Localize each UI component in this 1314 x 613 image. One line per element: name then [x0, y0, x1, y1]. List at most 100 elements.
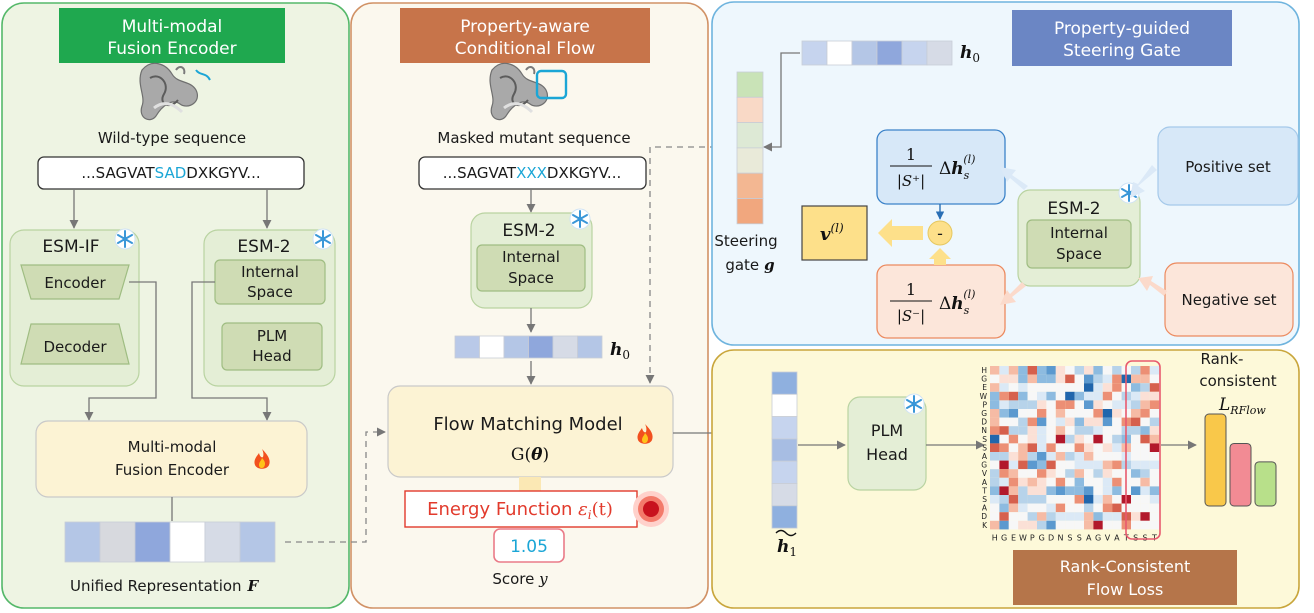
heatmap-cell — [1027, 374, 1037, 384]
heatmap-cell — [1074, 460, 1084, 470]
esm-to-positive-arrow — [1000, 167, 1028, 190]
heatmap-cell — [1037, 417, 1047, 427]
h1-vector-cell — [771, 483, 798, 507]
heatmap-cell — [1065, 512, 1075, 521]
heatmap-cell — [1037, 383, 1047, 392]
heatmap-cell — [1093, 400, 1103, 409]
heatmap-cell — [1055, 417, 1066, 427]
energy-guidance-arrow — [519, 477, 541, 491]
esm-to-negative-arrow — [1000, 282, 1026, 305]
heatmap-cell — [1055, 366, 1066, 375]
steering-gate-cell — [736, 71, 764, 98]
heatmap-cell — [1065, 417, 1075, 427]
heatmap-cell — [990, 417, 1000, 427]
unified-vector-cell — [204, 521, 241, 563]
heatmap-cell — [1037, 434, 1047, 444]
heatmap-cell — [1140, 383, 1150, 392]
heatmap-cell — [1065, 366, 1075, 375]
heatmap-cell — [990, 426, 1000, 435]
heatmap-cell — [1065, 460, 1075, 470]
fusion-encoder-line2: Fusion Encoder — [115, 461, 230, 479]
heatmap-cell — [1093, 469, 1103, 478]
heatmap-cell — [1046, 452, 1056, 461]
heatmap-cell — [1027, 366, 1037, 375]
heatmap-cell — [1074, 374, 1084, 384]
esm2-label: ESM-2 — [502, 221, 555, 241]
heatmap-cell — [990, 495, 1000, 504]
heatmap-cell — [990, 400, 1000, 409]
heatmap-cell — [1065, 495, 1075, 504]
heatmap-cell — [1084, 391, 1094, 401]
rank-bar — [1204, 413, 1227, 507]
heatmap-cell — [1102, 460, 1113, 470]
heatmap-cell — [1140, 417, 1150, 427]
heatmap-cell — [1027, 486, 1037, 495]
mutation-window-highlight — [1125, 360, 1161, 540]
heatmap-cell — [1084, 452, 1094, 461]
energy-function-box — [404, 490, 638, 528]
heatmap-cell — [1140, 495, 1150, 504]
heatmap-col-label: S — [1077, 533, 1082, 542]
heatmap-col-label: A — [1086, 533, 1092, 542]
heatmap-cell — [1055, 469, 1066, 478]
heatmap-cell — [1093, 477, 1103, 487]
heatmap-cell — [1046, 409, 1056, 418]
heatmap-cell — [1131, 366, 1141, 375]
heatmap-cell — [1037, 495, 1047, 504]
heatmap-cell — [1018, 477, 1028, 487]
panel2-title-box — [400, 8, 650, 63]
heatmap-cell — [1018, 503, 1028, 513]
h0-vector-cell — [454, 335, 480, 359]
heatmap-cell — [1055, 503, 1066, 513]
heatmap-cell — [1055, 374, 1066, 384]
wild-type-sequence: ...SAGVATSADDXKGYV... — [81, 164, 260, 182]
heatmap-row-label: K — [982, 521, 988, 530]
panel2-title-line2: Conditional Flow — [455, 39, 596, 59]
heatmap-cell — [1027, 409, 1037, 418]
heatmap-cell — [1084, 460, 1094, 470]
h0-vector-cell — [926, 40, 953, 66]
heatmap-cell — [1018, 426, 1028, 435]
heatmap-cell — [1065, 452, 1075, 461]
heatmap-cell — [1037, 460, 1047, 470]
heatmap-cell — [1149, 452, 1160, 461]
heatmap-cell — [1018, 383, 1028, 392]
heatmap-cell — [1112, 520, 1122, 530]
heatmap-cell — [1074, 366, 1084, 375]
negative-set-box — [1164, 262, 1294, 337]
heatmap-cell — [1074, 434, 1084, 444]
heatmap-cell — [1149, 477, 1160, 487]
heatmap-row-label: D — [981, 418, 987, 427]
heatmap-cell — [1055, 443, 1066, 452]
heatmap-cell — [1112, 391, 1122, 401]
heatmap-cell — [1037, 512, 1047, 521]
heatmap-cell — [1074, 452, 1084, 461]
heatmap-cell — [1093, 383, 1103, 392]
positive-set-arrow — [1130, 165, 1157, 198]
heatmap-cell — [1008, 520, 1019, 530]
heatmap-col-label: G — [1095, 533, 1101, 542]
heatmap-cell — [999, 409, 1009, 418]
heatmap-cell — [1131, 486, 1141, 495]
heatmap-cell — [1074, 486, 1084, 495]
heatmap-cell — [1102, 400, 1113, 409]
heatmap-cell — [1131, 434, 1141, 444]
heatmap-cell — [1149, 512, 1160, 521]
heatmap-cell — [1046, 443, 1056, 452]
heatmap-cell — [1027, 434, 1037, 444]
heatmap-cell — [999, 417, 1009, 427]
h0-vector-cell — [801, 40, 828, 66]
heatmap-cell — [1018, 460, 1028, 470]
h0-vector-cell — [826, 40, 853, 66]
heatmap-cell — [1037, 374, 1047, 384]
heatmap-cell — [1065, 400, 1075, 409]
h1-vector-cell — [771, 460, 798, 484]
h0-vector-cell — [577, 335, 603, 359]
panel-multimodal-fusion: Multi-modal Fusion Encoder Wild-type seq… — [1, 2, 350, 609]
heatmap-cell — [990, 486, 1000, 495]
heatmap-cell — [1046, 434, 1056, 444]
